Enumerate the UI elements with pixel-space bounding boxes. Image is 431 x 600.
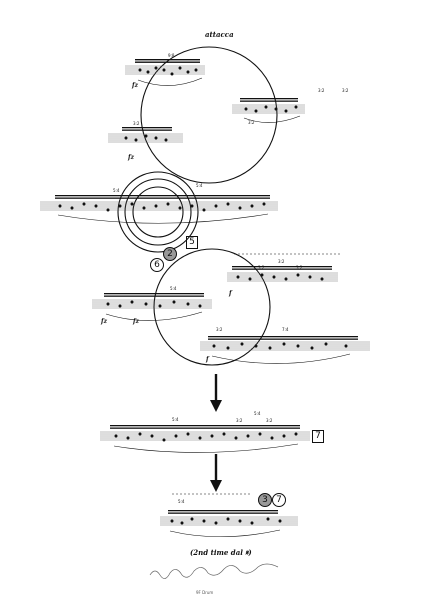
large-circle-2 [153,248,271,366]
tuplet-label: 5:4 [113,188,120,193]
concentric-circle-inner [132,186,184,238]
footer-caption: 9F Drum [196,590,214,595]
tuplet-label: 5:4 [170,286,177,291]
concentric-circle-outer [117,171,199,253]
staff-group-1 [40,65,370,526]
tuplet-label: 7:4 [282,327,289,332]
rehearsal-box-7: 7 [312,430,324,443]
circled-number-3: 3 [258,493,272,507]
dynamic-marking: fz [132,82,138,89]
dashed-lines [172,253,340,495]
tuplet-label: 3:2 [296,265,303,270]
tuplet-label: 5:4 [178,499,185,504]
tuplet-label: 3:2 [133,121,140,126]
noteheads [58,66,348,525]
dynamic-marking: f [229,290,232,297]
tuplet-label: 3:2 [248,120,255,125]
tuplet-label: 9:8 [168,53,175,58]
tuplet-label: 3:2 [318,88,325,93]
tuplet-label: 3:2 [258,265,265,270]
tuplet-label: 3:2 [236,418,243,423]
circled-number-6: 6 [150,258,164,272]
tuplet-label: 3:2 [216,327,223,332]
slurs [57,77,351,538]
signature [149,563,279,579]
dynamic-marking: fz [133,318,139,325]
circled-number-7: 7 [272,493,286,507]
note-beams [55,59,358,514]
tuplet-label: 5:4 [254,411,261,416]
dal-segno-marking: (2nd time dal 𝄋) [190,548,252,557]
dynamic-marking: fz [128,154,134,161]
attacca-marking: attacca [205,30,234,39]
tuplet-label: 3:2 [266,418,273,423]
tuplet-label: 3:2 [278,259,285,264]
concentric-circle-middle [124,178,192,246]
arrows [210,374,222,492]
large-circle-1 [140,46,278,184]
dynamic-marking: f [206,356,209,363]
tuplet-label: 3:2 [342,88,349,93]
tuplet-label: 5:4 [172,417,179,422]
dynamic-marking: fz [101,318,107,325]
tuplet-label: 5:4 [196,183,203,188]
rehearsal-box-5: 5 [186,236,198,249]
circled-number-2: 2 [163,247,177,261]
